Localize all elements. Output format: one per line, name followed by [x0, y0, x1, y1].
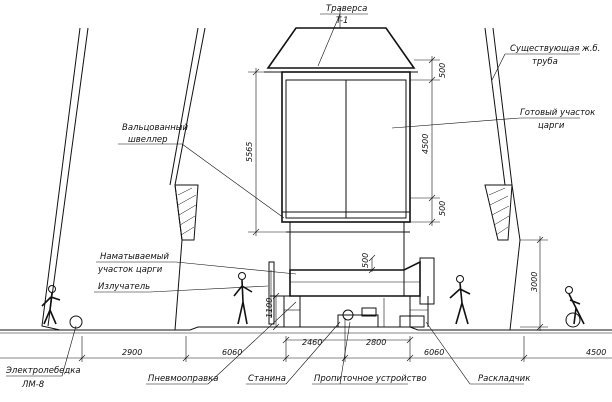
label-finished-section-line2: царги — [538, 121, 565, 131]
label-emitter: Излучатель — [98, 282, 150, 292]
dimension-text-4500-vert: 4500 — [421, 134, 430, 154]
dimension-text-3000: 3000 — [530, 272, 539, 292]
label-impregnation-device: Пропиточное устройство — [314, 374, 427, 384]
right-pipe-wall — [484, 27, 521, 331]
impregnation-device-shape — [337, 298, 425, 328]
label-pneumatic-mandrel: Пневмооправка — [148, 374, 219, 384]
label-electric-hoist-line1: Электролебедка — [5, 366, 81, 376]
dimension-3000 — [520, 236, 548, 331]
dimension-lines-bottom — [0, 318, 612, 362]
finished-section — [281, 71, 411, 223]
label-traversa: Траверса — [326, 4, 367, 14]
label-wound-section-line1: Наматываемый — [100, 252, 169, 262]
dimension-text-2900: 2900 — [122, 348, 142, 357]
floor-line — [0, 326, 612, 334]
label-existing-pipe-line2: труба — [532, 57, 558, 67]
dimension-text-6060-left: 6060 — [222, 348, 242, 357]
label-finished-section-line1: Готовый участок — [520, 108, 596, 118]
worker-figure — [449, 275, 471, 325]
dimension-500-mid — [368, 254, 376, 274]
label-electric-hoist-line2: ЛМ-8 — [21, 380, 45, 390]
dimension-text-4500-bottom: 4500 — [586, 348, 606, 357]
worker-figure — [41, 285, 83, 329]
label-traversa-code: T-1 — [336, 16, 348, 26]
dimension-5565 — [248, 68, 290, 236]
label-rolled-channel-line1: Вальцованный — [122, 123, 189, 133]
leader-lines — [6, 13, 580, 385]
label-layer: Раскладчик — [478, 374, 531, 384]
worker-figure — [565, 286, 585, 328]
dimension-text-500-top: 500 — [438, 63, 447, 78]
dimension-text-500-mid: 500 — [361, 253, 370, 268]
dimension-text-5565: 5565 — [245, 142, 254, 162]
dimension-1100 — [272, 292, 280, 331]
dimension-text-500-lower: 500 — [438, 201, 447, 216]
label-wound-section-line2: участок царги — [97, 265, 163, 275]
dimension-text-2460: 2460 — [302, 338, 322, 347]
dimension-lines-right — [410, 56, 440, 226]
emitter-pole — [268, 261, 275, 325]
dimension-text-1100: 1100 — [265, 298, 274, 318]
worker-figure — [233, 272, 253, 325]
label-existing-pipe-line1: Существующая ж.б. — [510, 44, 600, 54]
dimension-text-6060-right: 6060 — [424, 348, 444, 357]
stand — [270, 295, 429, 327]
dimension-text-2800: 2800 — [366, 338, 386, 347]
label-rolled-channel-line2: швеллер — [128, 135, 168, 145]
left-pipe-wall — [41, 27, 206, 331]
label-stand: Станина — [248, 374, 286, 384]
wound-section — [286, 222, 435, 305]
